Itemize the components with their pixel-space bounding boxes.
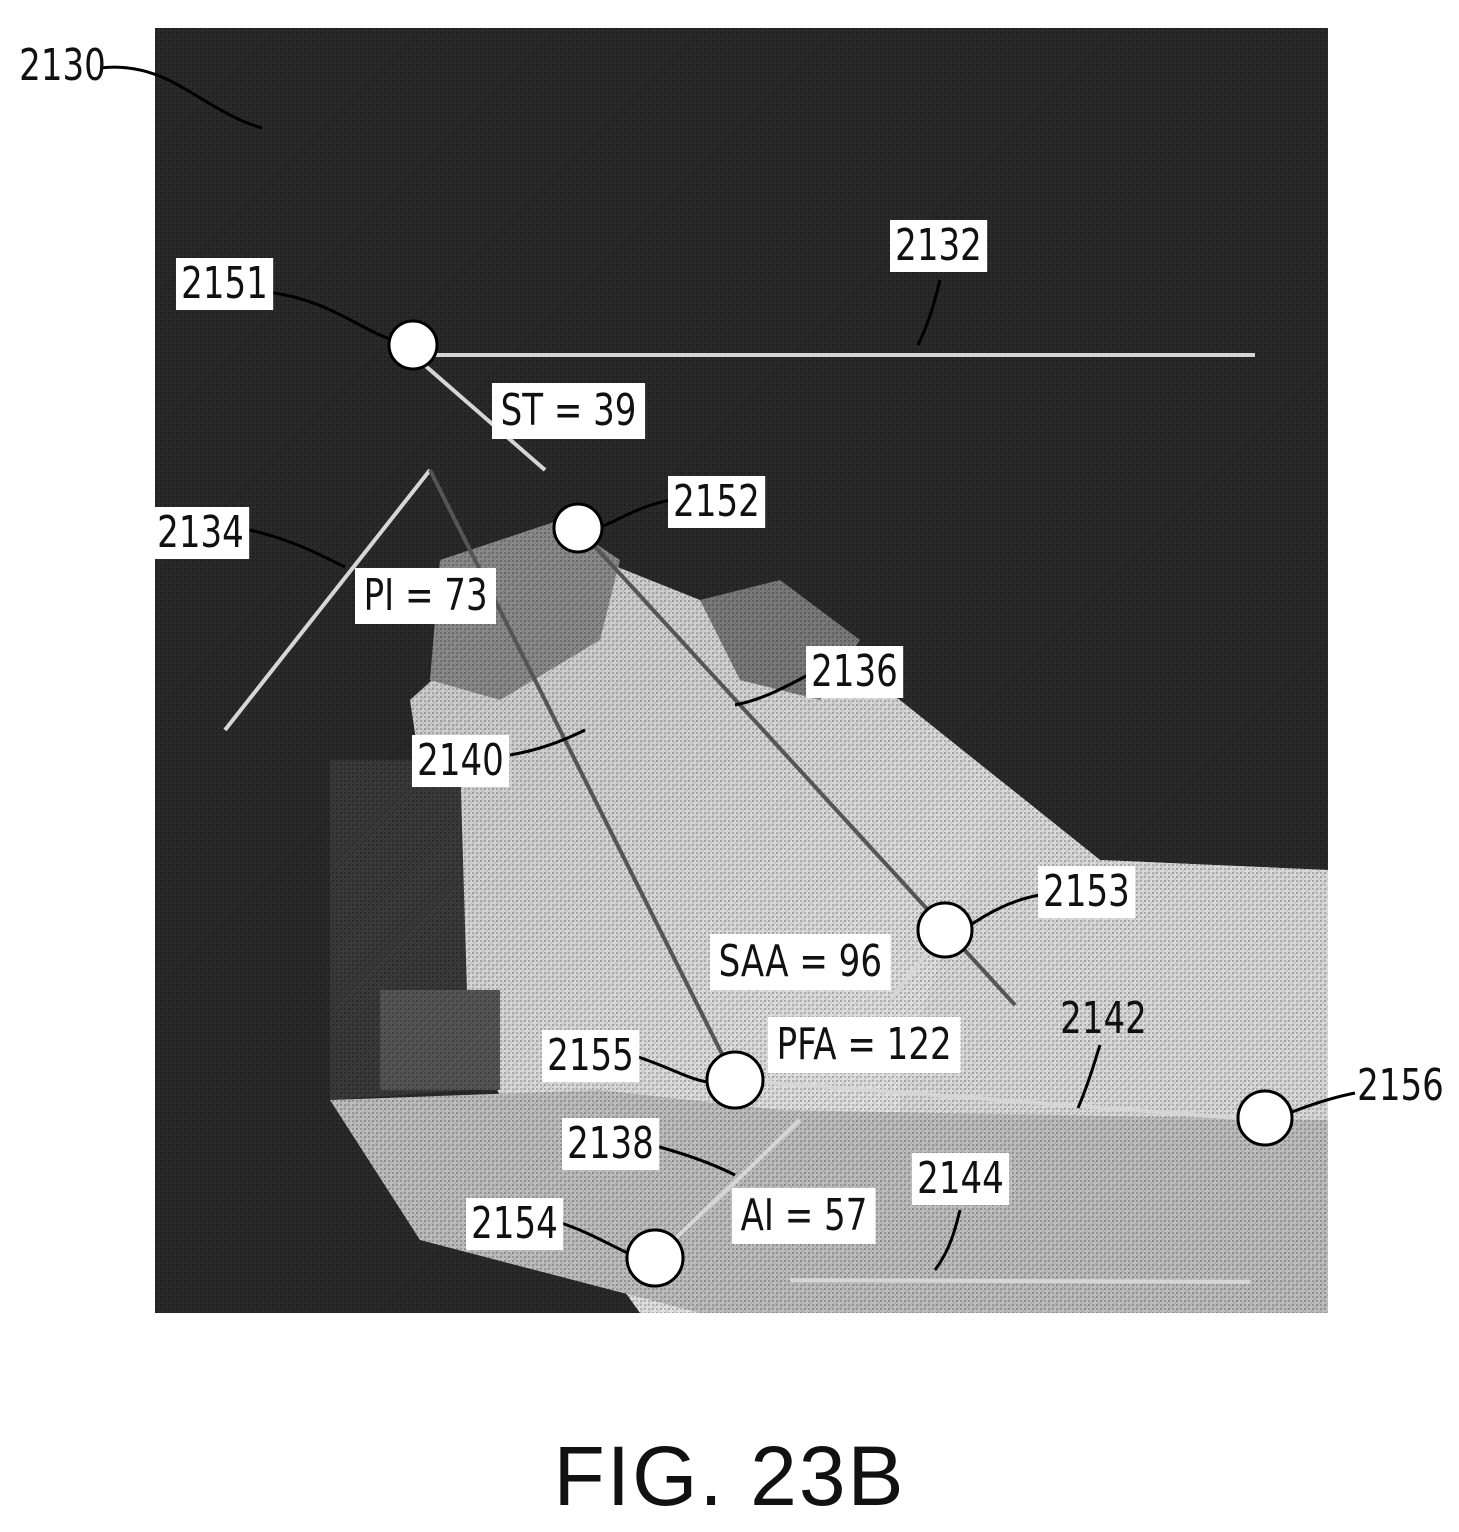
ref-2153: 2153 xyxy=(1038,866,1135,918)
ref-2156: 2156 xyxy=(1352,1060,1449,1112)
ref-2134: 2134 xyxy=(152,507,249,559)
ref-2130: 2130 xyxy=(14,40,111,92)
measurement-pfa: PFA = 122 xyxy=(768,1017,960,1073)
point-2156 xyxy=(1238,1091,1292,1145)
ref-2136: 2136 xyxy=(806,646,903,698)
measurement-pi: PI = 73 xyxy=(355,568,496,624)
line-2144 xyxy=(790,1280,1250,1282)
ref-2132: 2132 xyxy=(890,220,987,272)
point-2152 xyxy=(554,504,602,552)
figure-caption: FIG. 23B xyxy=(0,1428,1459,1525)
point-2153 xyxy=(918,903,972,957)
xray-image xyxy=(155,28,1328,1313)
point-2151 xyxy=(389,321,437,369)
ref-2142: 2142 xyxy=(1055,993,1152,1045)
ref-2144: 2144 xyxy=(912,1153,1009,1205)
point-2154 xyxy=(627,1230,683,1286)
ref-2138: 2138 xyxy=(562,1118,659,1170)
measurement-saa: SAA = 96 xyxy=(710,934,891,990)
ref-2140: 2140 xyxy=(412,735,509,787)
ref-2151: 2151 xyxy=(176,258,273,310)
point-2155 xyxy=(707,1052,763,1108)
ref-2154: 2154 xyxy=(466,1198,563,1250)
measurement-st: ST = 39 xyxy=(492,383,645,439)
ref-2155: 2155 xyxy=(542,1030,639,1082)
measurement-ai: AI = 57 xyxy=(732,1188,876,1244)
ref-2152: 2152 xyxy=(668,476,765,528)
